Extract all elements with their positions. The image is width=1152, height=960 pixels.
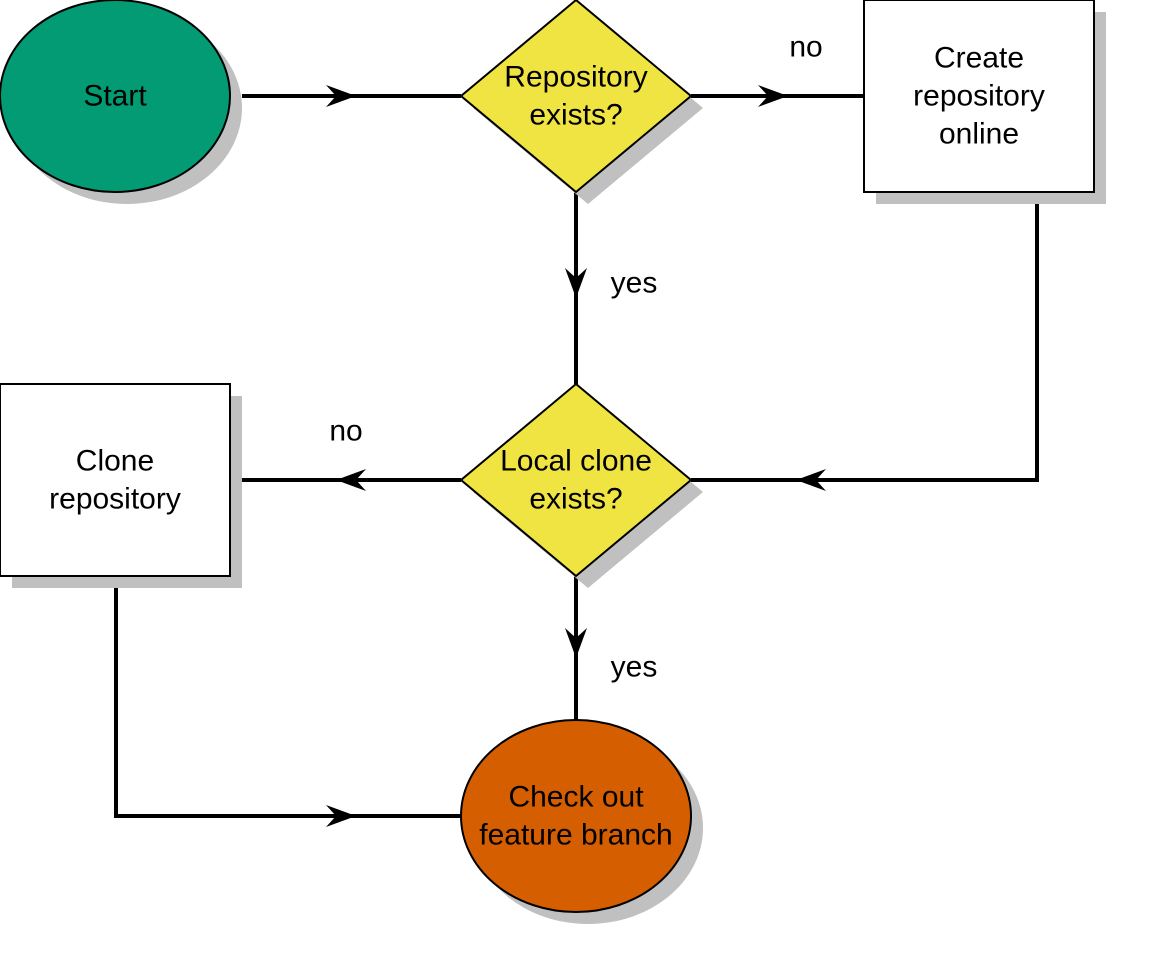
edge-label-yes: yes <box>611 651 658 684</box>
arrowhead-icon <box>565 268 587 298</box>
node-label-line-2: exists? <box>529 99 622 132</box>
edge-line <box>691 204 1039 482</box>
arrowhead-icon <box>326 805 356 827</box>
node-label-line-1: Create <box>934 42 1024 75</box>
node-local-clone-exists: Local clone exists? <box>459 382 703 588</box>
node-label-line-1: Clone <box>76 445 154 478</box>
node-label-line-1: Check out <box>508 781 644 814</box>
edge-local-clone-to-checkout: yes <box>565 576 657 720</box>
arrowhead-icon <box>326 85 356 107</box>
arrowhead-icon <box>758 85 788 107</box>
edge-start-to-repo-exists <box>242 85 461 107</box>
node-label-line-1: Repository <box>504 61 647 94</box>
node-check-out-feature-branch: Check out feature branch <box>460 719 703 924</box>
node-label: Start <box>83 80 147 113</box>
arrowhead-icon <box>565 628 587 658</box>
node-label-line-3: online <box>939 118 1019 151</box>
node-repository-exists: Repository exists? <box>459 0 703 204</box>
edge-create-repo-to-local-clone <box>691 204 1039 491</box>
edge-local-clone-to-clone-repo: no <box>242 415 461 491</box>
edge-label-no: no <box>789 31 822 64</box>
node-label-line-1: Local clone <box>500 445 652 478</box>
edge-label-no: no <box>329 415 362 448</box>
edge-repo-exists-to-local-clone: yes <box>565 192 657 384</box>
node-label-line-2: repository <box>913 80 1045 113</box>
node-shape <box>459 0 693 194</box>
arrowhead-icon <box>796 469 826 491</box>
node-shape <box>459 382 693 578</box>
edge-clone-repo-to-checkout <box>114 588 461 827</box>
node-shape <box>863 0 1095 193</box>
node-label-line-2: feature branch <box>479 819 672 852</box>
node-shape <box>0 0 231 193</box>
node-label-line-2: repository <box>49 483 181 516</box>
node-shape <box>0 383 231 577</box>
node-shape <box>460 719 692 913</box>
node-clone-repository: Clone repository <box>0 383 242 588</box>
edge-repo-exists-to-create-repo: no <box>691 31 864 107</box>
edge-label-yes: yes <box>611 267 658 300</box>
node-start: Start <box>0 0 242 204</box>
node-label-line-2: exists? <box>529 483 622 516</box>
edge-line <box>114 588 461 818</box>
node-create-repository-online: Create repository online <box>863 0 1106 204</box>
arrowhead-icon <box>336 469 366 491</box>
